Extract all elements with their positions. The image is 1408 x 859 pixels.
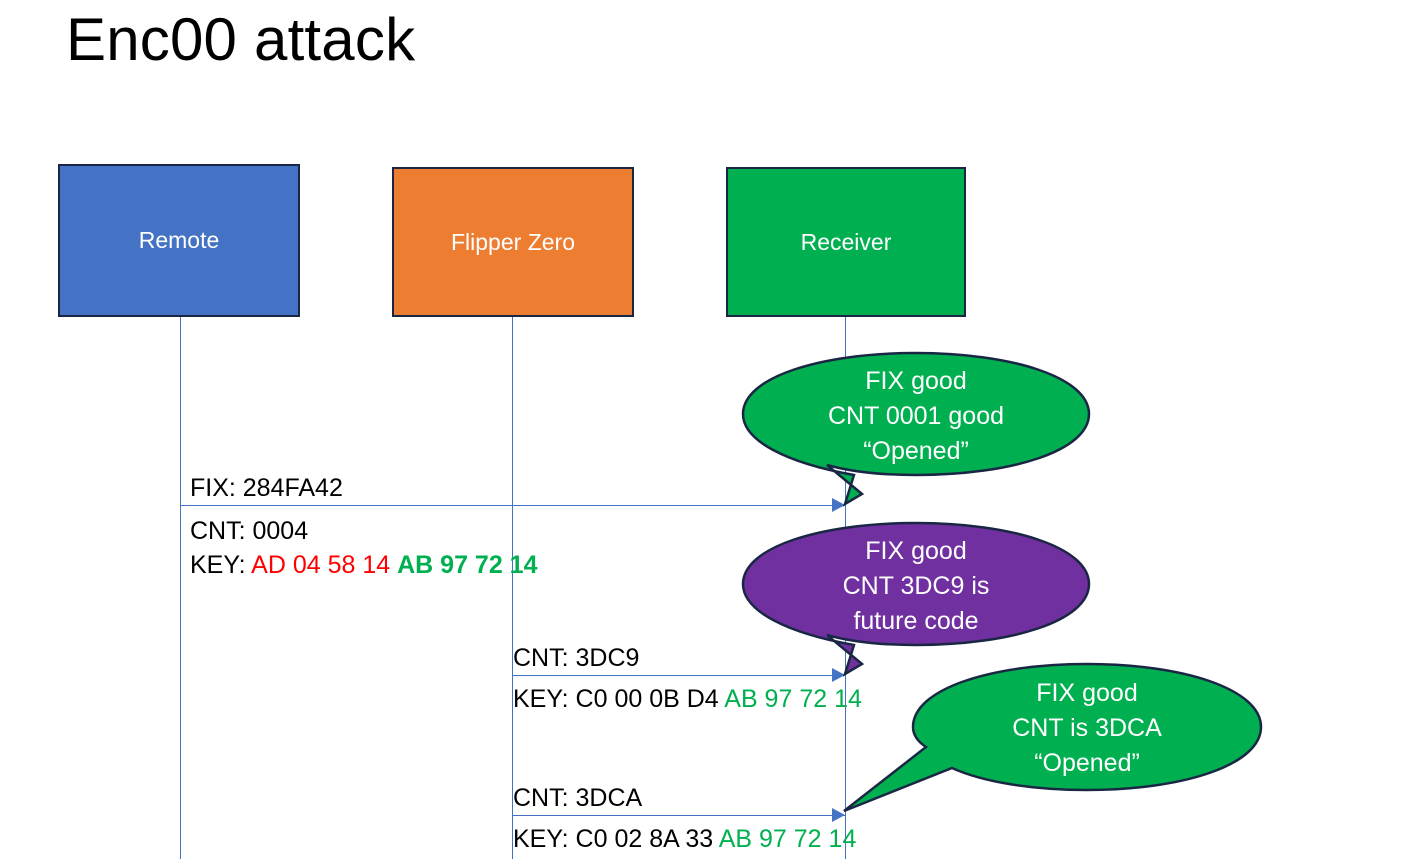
message-2-cnt-label: CNT: 3DC9 [513,644,640,672]
message-1-key-prefix: KEY: [190,551,246,579]
message-2-key-prefix: KEY: C0 00 0B D4 [513,685,719,713]
message-2-key-fixed: AB 97 72 14 [724,685,862,713]
message-1-arrow-head [832,498,845,512]
message-3-arrow-head [832,808,845,822]
message-3-arrow-line [512,815,845,816]
message-1-cnt-label: CNT: 0004 [190,517,309,545]
message-1-key-rolling: AD 04 58 14 [251,551,391,579]
speech-bubble-receiver-first: FIX good CNT 0001 good “Opened” [741,351,1091,507]
speech-bubble-receiver-third: FIX good CNT is 3DCA “Opened” [843,662,1263,815]
message-1-fix-label: FIX: 284FA42 [190,474,343,502]
message-3-cnt-label: CNT: 3DCA [513,784,643,812]
message-1-key-fixed: AB 97 72 14 [397,551,538,579]
message-3-key-fixed: AB 97 72 14 [718,825,857,853]
speech-bubble-shape-1 [741,351,1091,507]
message-3-key-label: KEY: C0 02 8A 33 AB 97 72 14 [513,823,856,856]
speech-bubble-shape-3 [843,662,1263,813]
lifeline-remote [180,317,181,859]
lifeline-flipper-zero [512,317,513,859]
speech-bubble-receiver-future-code: FIX good CNT 3DC9 is future code [741,521,1091,677]
speech-bubble-shape-2 [741,521,1091,677]
actor-box-remote[interactable]: Remote [58,164,300,317]
actor-label-flipper-zero: Flipper Zero [451,228,575,255]
message-3-key-prefix: KEY: C0 02 8A 33 [513,825,714,853]
message-2-key-label: KEY: C0 00 0B D4 AB 97 72 14 [513,683,862,716]
actor-box-receiver[interactable]: Receiver [726,167,966,317]
message-2-arrow-head [832,668,845,682]
actor-label-receiver: Receiver [800,228,892,255]
message-2-arrow-line [512,675,845,676]
message-1-key-label: KEY: AD 04 58 14 AB 97 72 14 [190,549,538,582]
actor-label-remote: Remote [138,227,220,253]
page-title: Enc00 attack [66,6,416,73]
actor-box-flipper-zero[interactable]: Flipper Zero [392,167,634,317]
message-1-arrow-line [180,505,845,506]
